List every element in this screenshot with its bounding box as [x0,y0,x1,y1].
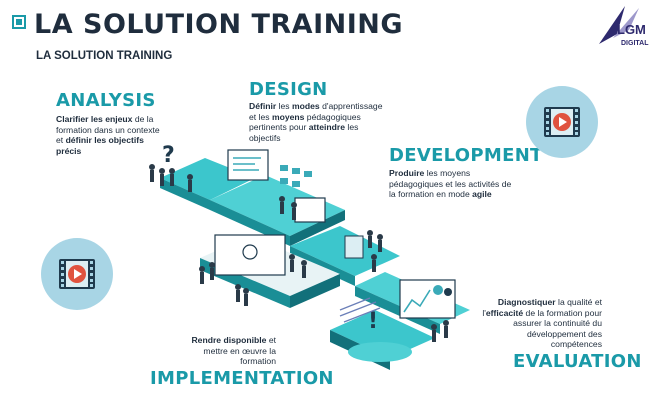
development-title: DEVELOPMENT [389,145,543,166]
video-play-icon[interactable] [525,85,599,159]
exclamation-icon: ! [368,309,378,334]
implementation-board [214,234,286,276]
lgm-digital-logo: LGM DIGITAL [599,6,649,47]
design-board [227,149,269,181]
development-door [344,235,364,259]
evaluation-title: EVALUATION [513,351,642,372]
design-description: Définir les modes d'apprentissage et les… [249,101,383,143]
question-mark-icon: ? [162,143,175,168]
training-path-illustration: ? ! [149,143,470,370]
people-group [149,164,449,342]
logo-text-top: LGM [617,22,646,37]
development-description: Produire les moyens pédagogiques et les … [389,168,512,200]
implementation-title: IMPLEMENTATION [150,368,334,389]
page-title: LA SOLUTION TRAINING [34,9,404,40]
logo-text-bottom: DIGITAL [621,40,649,47]
evaluation-description: Diagnostiquer la qualité et l'efficacité… [482,297,602,350]
page-subtitle: LA SOLUTION TRAINING [36,50,173,62]
analysis-description: Clarifier les enjeux de la formation dan… [56,114,160,156]
design-title: DESIGN [249,79,328,100]
development-board [294,197,326,223]
evaluation-board [399,279,456,319]
video-play-icon[interactable] [40,237,114,311]
analysis-title: ANALYSIS [56,90,156,111]
title-bullet-icon [12,15,26,29]
implementation-description: Rendre disponible et mettre en œuvre la … [191,335,276,367]
evaluation-platform [348,342,412,362]
